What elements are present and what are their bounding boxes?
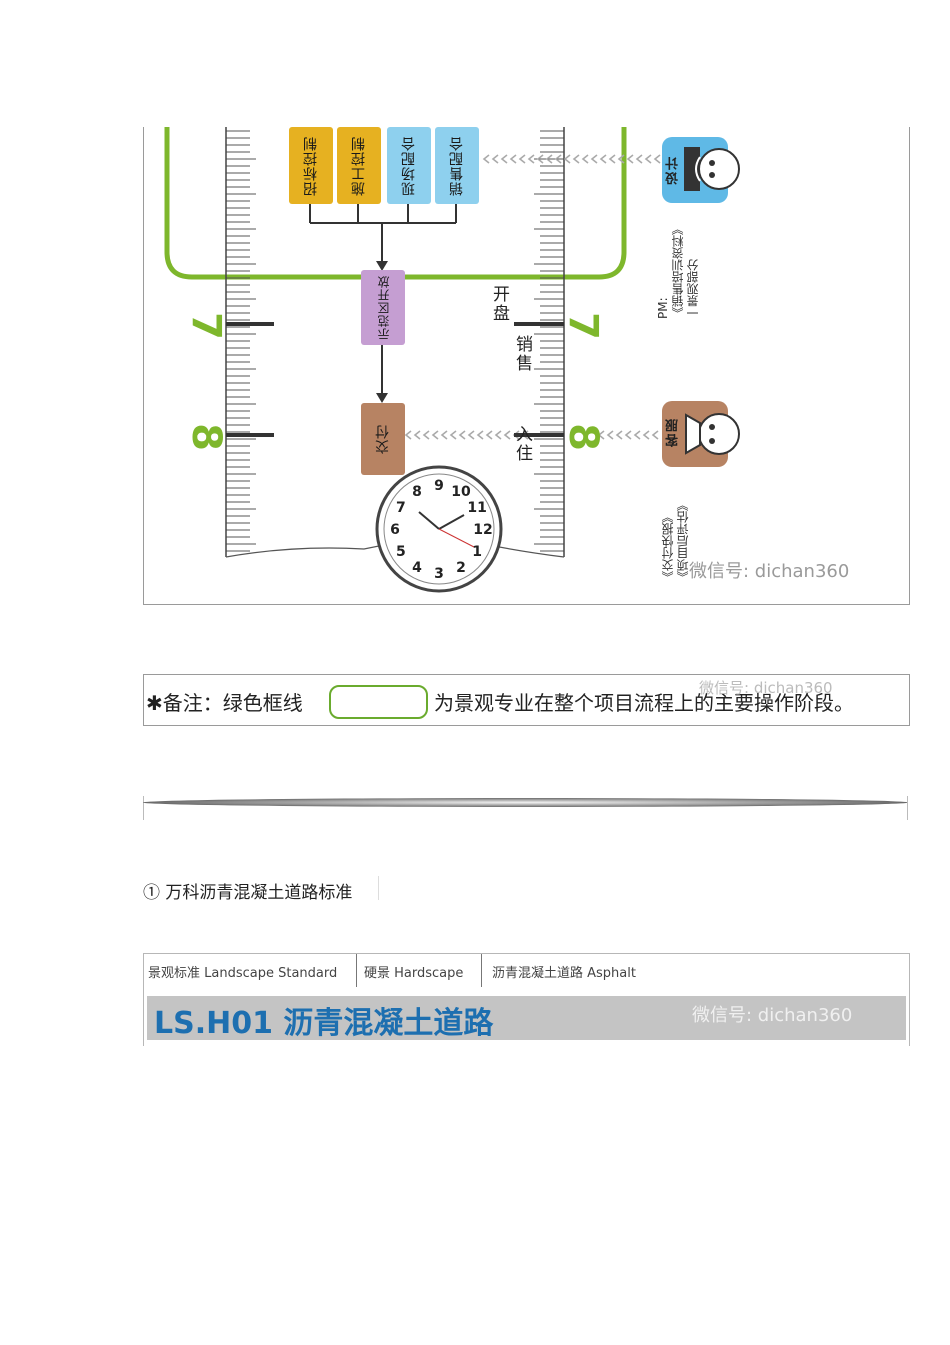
green-frame-sample [329,685,428,719]
task-construction-control: 施工控制 [337,127,381,204]
designer-avatar-icon [662,137,740,203]
banner-watermark: 微信号: dichan360 [692,1005,853,1026]
clock-numeral: 1 [472,544,482,560]
stage-number-7-right: 7 [559,312,606,340]
crumb-asphalt: 沥青混凝土道路 Asphalt [492,966,636,981]
service-notes: 《交付快报》 《项目后评估》 [661,499,690,583]
clock-numeral: 8 [412,484,422,500]
left-ruler [226,130,256,552]
crumb-hardscape: 硬景 Hardscape [364,966,464,981]
role-service: 客服 [666,417,681,447]
standard-code-title: LS.H01 沥青混凝土道路 [154,1006,494,1041]
note-suffix: 为景观专业在整个项目流程上的主要操作阶段。 [434,691,854,715]
diagram-watermark: 微信号: dichan360 [689,561,850,582]
clock-numeral: 12 [473,522,492,538]
stage-number-8-left: 8 [182,423,229,451]
clock-numeral: 5 [396,544,406,560]
task-tender-control: 招标控制 [289,127,333,204]
service-avatar-icon [662,401,740,467]
task-connectors [309,204,457,395]
clock-numeral: 7 [396,500,406,516]
stage-label-open: 开盘 [489,285,509,323]
heading-separator [378,876,379,900]
clock-numeral: 10 [451,484,471,500]
note-watermark: 微信号: dichan360 [699,679,833,697]
stage-label-move-in: 入住 [512,425,532,463]
stage-number-8-right: 8 [559,423,606,451]
task-sales-coordination: 销售配合 [435,127,479,204]
milestone-delivery: 交付 [361,403,405,475]
section-heading: ① 万科沥青混凝土道路标准 [143,883,353,903]
clock-numeral: 2 [456,560,466,576]
design-notes: PM: 《销售培训资料》 一景观部分 [656,223,700,319]
stage-number-7-left: 7 [182,312,229,340]
crumb-landscape-standard: 景观标准 Landscape Standard [148,966,338,981]
clock-numeral: 4 [412,560,422,576]
title-bar [147,996,906,1040]
clock-numeral: 11 [467,500,486,516]
shadow-divider [143,796,908,820]
task-site-coordination: 现场配合 [387,127,431,204]
dotted-arrow-service [597,430,659,440]
note-prefix: ✱备注：绿色框线 [146,691,303,715]
stage-label-sales: 销售 [512,335,532,373]
milestone-show-area-open: 示范区开放 [361,270,405,345]
clock-numeral: 3 [434,566,444,582]
standard-banner: 景观标准 Landscape Standard 硬景 Hardscape 沥青混… [143,953,910,1046]
dotted-arrow-design [482,154,661,164]
right-ruler [534,130,564,552]
clock-numeral: 6 [390,522,400,538]
role-design: 设计 [666,155,681,185]
legend-note: ✱备注：绿色框线 为景观专业在整个项目流程上的主要操作阶段。 微信号: dich… [143,674,910,726]
clock-numeral: 9 [434,478,444,494]
